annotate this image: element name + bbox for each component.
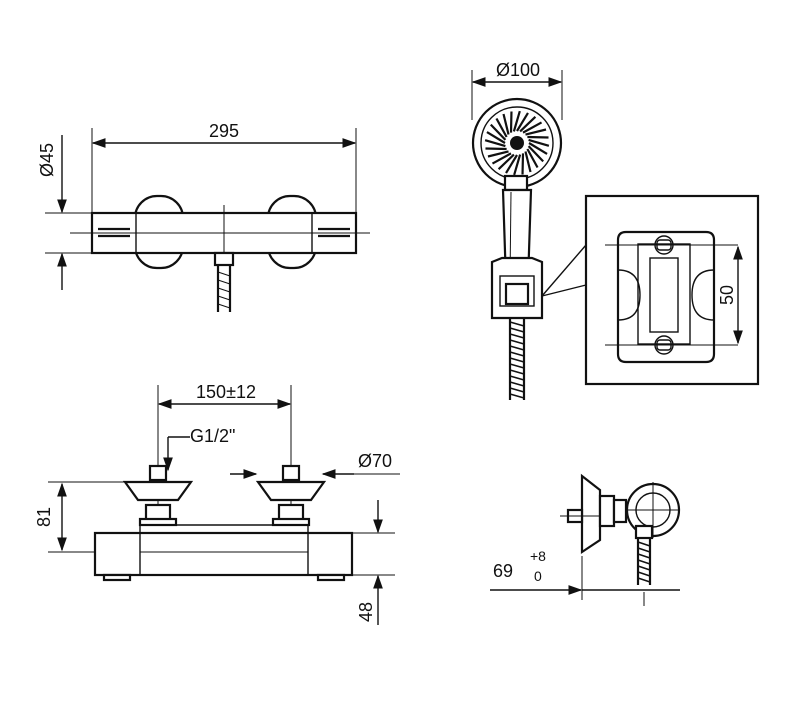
- nozzle-ray: [502, 113, 510, 135]
- nozzle-ray: [527, 145, 544, 163]
- hose-rib: [637, 547, 651, 553]
- flange-left: [122, 480, 194, 502]
- hose-rib: [509, 351, 525, 357]
- hose-rib: [509, 393, 525, 399]
- nozzle-ray: [487, 150, 509, 158]
- nozzle-ray: [528, 142, 548, 155]
- nozzle-ray: [484, 139, 506, 148]
- hose-rib: [637, 577, 651, 583]
- hose-rib: [637, 541, 651, 547]
- dim-50-label: 50: [717, 285, 737, 305]
- nozzle-ray: [519, 116, 537, 133]
- dim-69-label: 69: [493, 561, 513, 581]
- nozzle-ray: [491, 152, 512, 165]
- dim-diameter-70-label: Ø70: [358, 451, 392, 471]
- hose-rib: [509, 369, 525, 375]
- front-view: 150±12 G1/2" Ø70 81 48: [34, 382, 400, 625]
- nozzle-ray: [497, 153, 515, 170]
- hose-stub-top: [216, 265, 232, 312]
- nozzle-ray: [495, 117, 508, 138]
- nozzle-ray: [522, 121, 543, 134]
- hose-rib: [509, 345, 525, 351]
- hose-rib: [509, 333, 525, 339]
- nozzle-ray: [528, 138, 550, 147]
- wall-plate: [616, 230, 716, 364]
- side-flange: [580, 473, 602, 555]
- nozzle-ray: [516, 112, 529, 132]
- hose-rib: [509, 339, 525, 345]
- hose-rib: [509, 363, 525, 369]
- hose-rib: [637, 565, 651, 571]
- shower-hose: [508, 318, 526, 400]
- thread-label: G1/2": [190, 426, 235, 446]
- side-view: 69 +8 0: [490, 473, 681, 606]
- top-view: 295 Ø45: [37, 121, 370, 312]
- dim-48-label: 48: [356, 602, 376, 622]
- dim-diameter-45-label: Ø45: [37, 143, 57, 177]
- nozzle-ray: [512, 110, 521, 132]
- hose-rib: [637, 571, 651, 577]
- hose-rib: [637, 559, 651, 565]
- hose-rib: [637, 553, 651, 559]
- mixer-body-front: [93, 531, 354, 577]
- hose-rib: [509, 357, 525, 363]
- hose-rib: [509, 321, 525, 327]
- hose-rib: [509, 387, 525, 393]
- nozzle-ray: [486, 131, 506, 144]
- nozzle-ray: [524, 151, 532, 173]
- tolerance-plus-label: +8: [530, 548, 546, 564]
- shower-head-view: Ø100: [471, 60, 587, 400]
- hose-rib: [509, 327, 525, 333]
- nozzle-ray: [513, 154, 522, 176]
- dim-150-label: 150±12: [196, 382, 256, 402]
- nozzle-ray: [525, 128, 547, 136]
- flange-right: [255, 480, 327, 502]
- tolerance-zero-label: 0: [534, 568, 542, 584]
- hose-rib: [509, 381, 525, 387]
- dim-diameter-100-label: Ø100: [496, 60, 540, 80]
- shower-nozzles: [484, 110, 550, 176]
- nozzle-ray: [505, 154, 518, 174]
- hose-rib: [509, 375, 525, 381]
- dim-295-label: 295: [209, 121, 239, 141]
- nozzle-ray: [526, 148, 539, 169]
- detail-frame: [584, 194, 760, 386]
- holder-detail: 50: [584, 194, 760, 386]
- nozzle-ray: [490, 123, 507, 141]
- dim-81-label: 81: [34, 507, 54, 527]
